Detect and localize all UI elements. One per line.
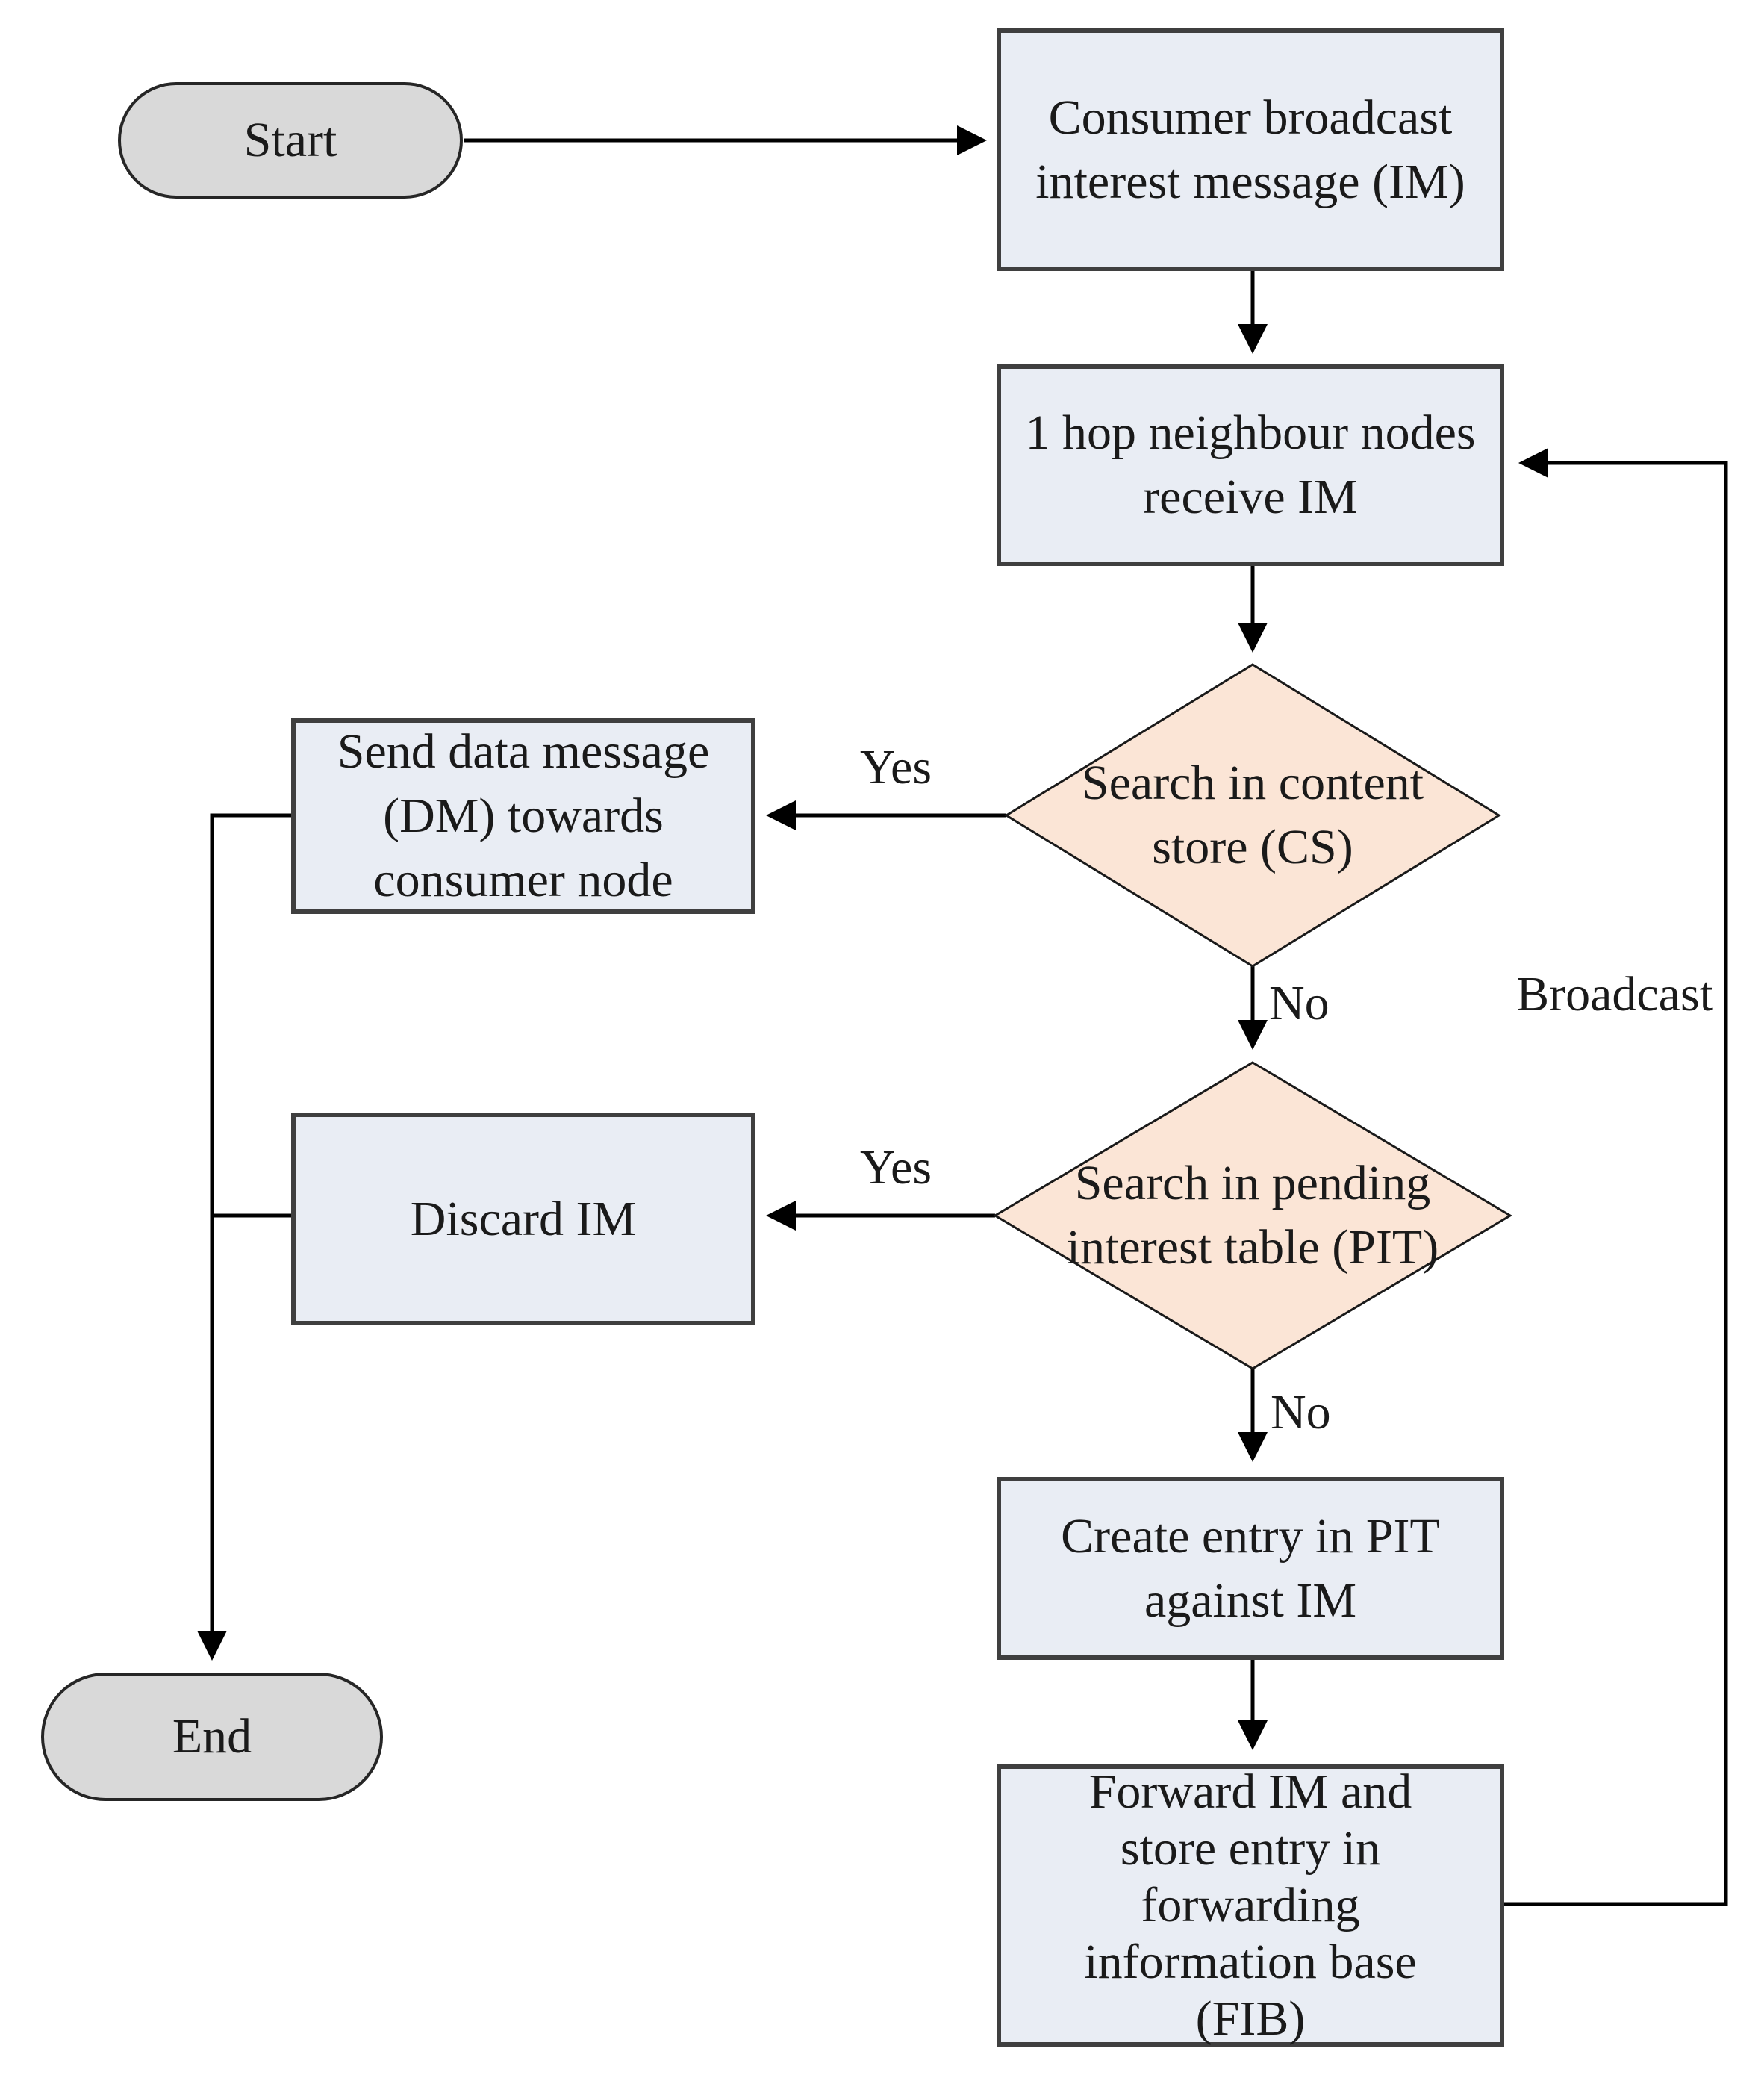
- process-create-pit-entry: Create entry in PIT against IM: [997, 1477, 1504, 1660]
- end-terminator: End: [41, 1673, 383, 1801]
- process-forward-fib-label: Forward IM and store entry in forwarding…: [1084, 1764, 1417, 2046]
- decision-search-cs-label: Search in content store (CS): [1081, 756, 1424, 874]
- decision-search-cs: Search in content store (CS): [1029, 672, 1477, 959]
- edge-label-broadcast: Broadcast: [1516, 967, 1713, 1021]
- decision-search-cs-shape: [1004, 663, 1501, 968]
- decision-search-pit-shape: [993, 1061, 1512, 1370]
- process-forward-fib: Forward IM and store entry in forwarding…: [997, 1764, 1504, 2047]
- edge-label-pit-yes: Yes: [859, 1140, 932, 1195]
- decision-search-pit-label: Search in pending interest table (PIT): [1066, 1156, 1439, 1275]
- decision-search-pit: Search in pending interest table (PIT): [1029, 1070, 1477, 1361]
- process-hop-neighbour-label: 1 hop neighbour nodes receive IM: [1025, 405, 1476, 524]
- process-hop-neighbour: 1 hop neighbour nodes receive IM: [997, 364, 1504, 566]
- end-label: End: [172, 1709, 252, 1764]
- process-consumer-broadcast-label: Consumer broadcast interest message (IM): [1035, 90, 1465, 209]
- start-label: Start: [243, 113, 337, 168]
- process-consumer-broadcast: Consumer broadcast interest message (IM): [997, 28, 1504, 271]
- process-discard-im: Discard IM: [291, 1113, 755, 1325]
- start-terminator: Start: [118, 82, 463, 199]
- process-create-pit-entry-label: Create entry in PIT against IM: [1061, 1508, 1440, 1628]
- edge-fib-broadcast-to-hop: [1503, 448, 1728, 1906]
- edge-label-cs-no: No: [1269, 976, 1330, 1030]
- edge-senddm-to-end: [197, 813, 291, 1661]
- process-discard-im-label: Discard IM: [410, 1191, 637, 1246]
- edge-label-pit-no: No: [1271, 1385, 1331, 1440]
- process-send-dm: Send data message (DM) towards consumer …: [291, 718, 755, 914]
- process-send-dm-label: Send data message (DM) towards consumer …: [337, 724, 710, 907]
- edge-label-cs-yes: Yes: [859, 740, 932, 794]
